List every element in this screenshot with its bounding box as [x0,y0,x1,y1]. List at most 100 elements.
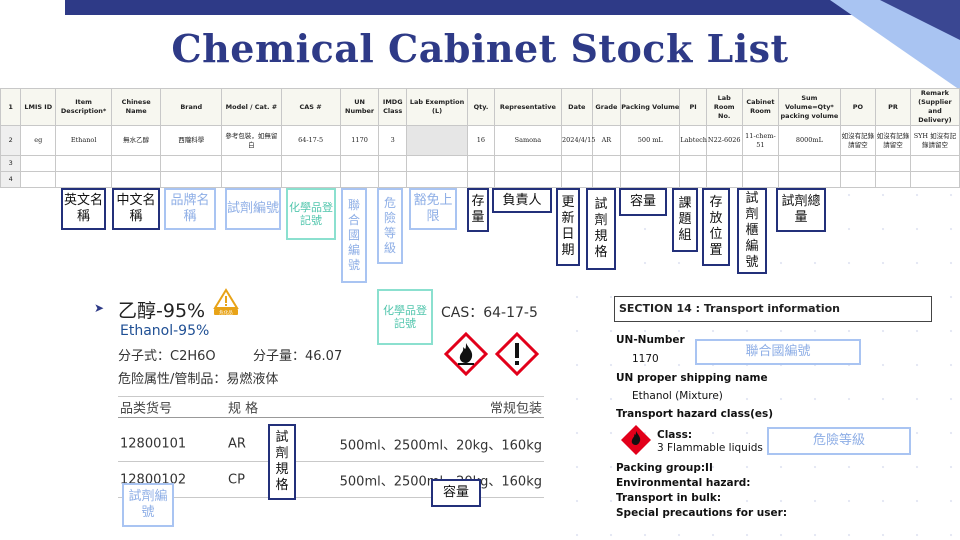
cell[interactable] [839,155,877,172]
cell[interactable]: 500 mL [620,125,681,156]
col-header[interactable]: Chinese Name [111,88,162,126]
label-sum: 試劑總量 [776,188,826,232]
cell[interactable]: Ethanol [55,125,113,156]
col-header[interactable]: Remark (Supplier and Delivery) [909,88,960,126]
row-number: 3 [0,155,22,172]
cell[interactable]: 參考包裝，如無留白 [221,125,282,156]
cell[interactable] [160,155,223,172]
col-header[interactable]: Qty. [467,88,495,126]
cell[interactable]: 2024/4/15 [561,125,595,156]
section-14-header: SECTION 14 : Transport information [614,296,932,322]
top-banner-bar [65,0,865,15]
cell[interactable] [679,155,707,172]
cell[interactable] [467,155,495,172]
cell[interactable] [280,155,341,172]
cell[interactable]: 如沒有記錄請留空 [875,125,911,156]
col-header[interactable]: Grade [591,88,622,126]
cell[interactable] [705,155,743,172]
cell[interactable]: 11-chem-51 [741,125,780,156]
label-brand: 品牌名稱 [164,188,216,230]
cell[interactable] [378,171,407,188]
col-header[interactable]: Lab Room No. [705,88,743,126]
cell[interactable]: 64-17-5 [280,125,341,156]
cell[interactable] [839,171,877,188]
cell[interactable] [493,171,563,188]
cell[interactable] [55,171,113,188]
cell[interactable] [405,125,469,156]
cell[interactable] [280,171,341,188]
cell[interactable] [20,155,57,172]
col-header[interactable]: Cabinet Room [741,88,780,126]
shipping-name-value: Ethanol (Mixture) [632,390,723,402]
cell[interactable] [405,155,469,172]
label-volume-product: 容量 [431,479,481,507]
col-header[interactable]: Representative [493,88,563,126]
cell[interactable] [221,155,282,172]
cell[interactable] [778,171,841,188]
cell[interactable] [741,155,780,172]
cell[interactable] [591,155,622,172]
col-header[interactable]: Sum Volume=Qty* packing volume [778,88,841,126]
cell[interactable] [875,171,911,188]
arrow-icon: ➤ [94,301,105,315]
cell[interactable] [111,155,162,172]
cell[interactable]: 如沒有記錄請留空 [839,125,877,156]
col-header[interactable]: UN Number [339,88,380,126]
cell[interactable]: N22-6026 [705,125,743,156]
cell[interactable]: Samona [493,125,563,156]
cell[interactable]: AR [591,125,622,156]
flame-icon [443,331,489,377]
col-header[interactable]: IMDG Class [378,88,407,126]
cell[interactable]: SYH 如沒有記錄請留空 [909,125,960,156]
cell[interactable]: 8000mL [778,125,841,156]
col-header[interactable]: Item Description* [55,88,113,126]
cell[interactable] [561,155,593,172]
cell[interactable] [493,155,563,172]
cell[interactable] [467,171,495,188]
cell[interactable] [778,155,841,172]
cell[interactable] [909,171,960,188]
cell[interactable] [875,155,911,172]
cell[interactable] [620,155,681,172]
row-number: 4 [0,171,22,188]
cell[interactable] [561,171,593,188]
col-header[interactable]: Lab Exemption (L) [405,88,469,126]
col-header[interactable]: Brand [160,88,223,126]
label-model-product: 試劑編號 [122,483,174,527]
table-row[interactable]: 12800101 AR 500ml、2500ml、20kg、160kg [118,426,544,462]
cell[interactable] [221,171,282,188]
col-header[interactable]: Model / Cat. # [221,88,282,126]
col-header[interactable]: PR [875,88,911,126]
col-header[interactable]: Date [561,88,593,126]
cell[interactable] [111,171,162,188]
cell[interactable]: 16 [467,125,495,156]
cell[interactable] [160,171,223,188]
cell[interactable] [55,155,113,172]
cell[interactable]: eg [20,125,57,156]
cell[interactable]: 3 [378,125,407,156]
cell[interactable] [339,155,380,172]
cell[interactable] [405,171,469,188]
col-header[interactable]: PI [679,88,707,126]
cell[interactable] [741,171,780,188]
label-representative: 負責人 [492,188,552,213]
col-header[interactable]: LMIS ID [20,88,57,126]
col-header[interactable]: PO [839,88,877,126]
cell[interactable] [705,171,743,188]
product-table-header: 品类货号 规 格 常规包装 [118,396,544,418]
cell[interactable] [378,155,407,172]
cell[interactable] [591,171,622,188]
cell[interactable]: 西隴科學 [160,125,223,156]
item-grade: AR [228,436,246,451]
cell[interactable] [679,171,707,188]
col-header[interactable]: Packing Volume [620,88,681,126]
cell[interactable] [20,171,57,188]
cell[interactable] [339,171,380,188]
cell[interactable] [909,155,960,172]
col-header[interactable]: CAS # [280,88,341,126]
cell[interactable] [620,171,681,188]
product-cas: CAS：64-17-5 [441,305,538,321]
cell[interactable]: 1170 [339,125,380,156]
cell[interactable]: Labtech [679,125,707,156]
cell[interactable]: 無水乙醇 [111,125,162,156]
